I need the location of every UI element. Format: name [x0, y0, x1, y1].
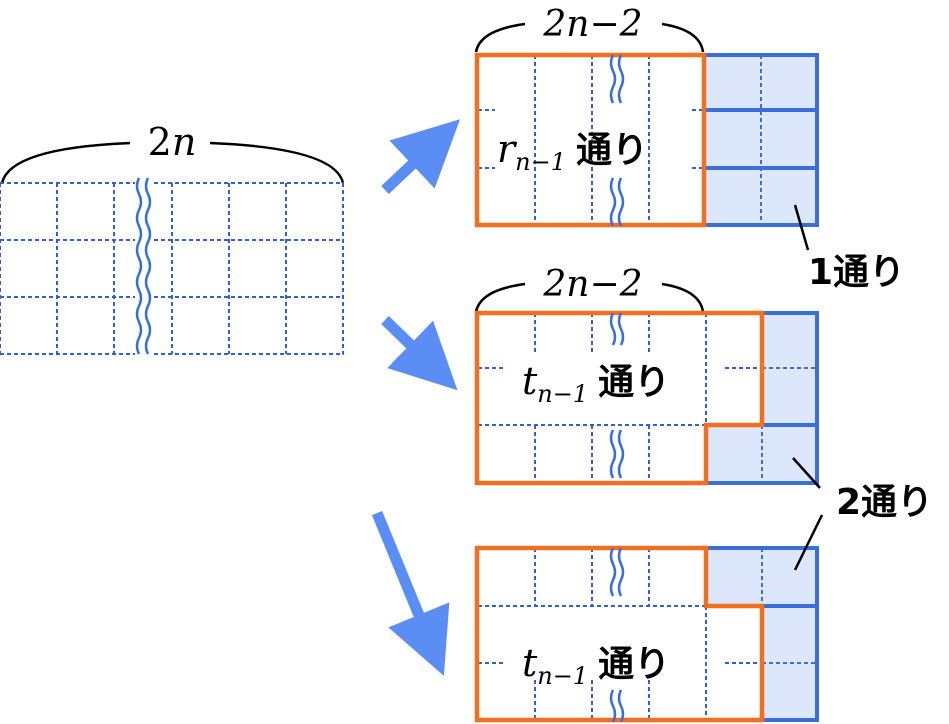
case-2-break-mark	[609, 312, 625, 479]
case-3-remaining-region	[474, 545, 765, 723]
arrow-to-case-1	[381, 119, 461, 195]
case-1-width-label: 2n−2	[542, 4, 642, 45]
case-2-width-brace	[474, 282, 705, 313]
original-board: 2n	[0, 120, 345, 359]
left-width-brace	[0, 141, 345, 184]
case-3-break-mark	[609, 547, 625, 723]
arrow-to-case-3	[371, 510, 450, 676]
left-break-mark	[135, 177, 152, 359]
case-1-break-mark	[609, 54, 625, 227]
case-1-ways-label: 1通り	[808, 252, 905, 293]
case-2-pointer	[792, 457, 821, 489]
case-1-remaining-region	[474, 52, 707, 228]
arrow-to-case-2	[381, 316, 458, 391]
case-arrows	[371, 119, 461, 676]
case-1-pointer	[793, 204, 810, 251]
case-2-remaining-region	[474, 310, 765, 486]
left-width-label: 2n	[148, 120, 197, 164]
case-1-width-brace	[474, 22, 705, 53]
case-3-pointer	[793, 514, 824, 571]
case-2-width-label: 2n−2	[542, 264, 642, 305]
cases-2-3-ways-label: 2通り	[836, 482, 933, 523]
left-grid-lines	[0, 182, 344, 355]
